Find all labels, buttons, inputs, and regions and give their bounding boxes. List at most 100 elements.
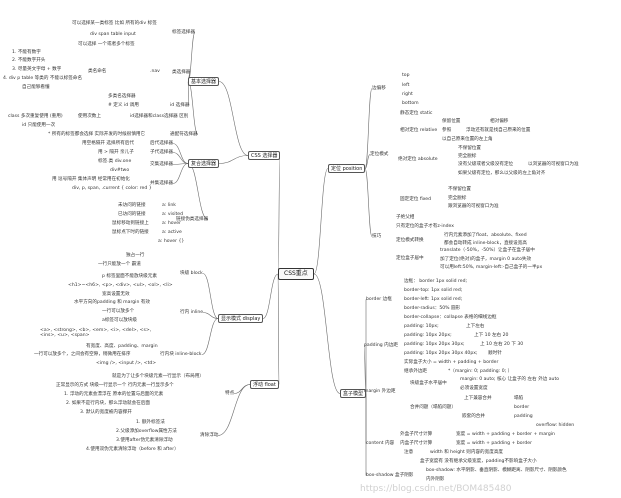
node-text: 只有定位的盒子才有z-index xyxy=(396,224,454,229)
node-tag-selector: 标签选择器 xyxy=(172,30,195,35)
node-text: padding: 10px; xyxy=(404,324,439,329)
connector-sub xyxy=(217,384,251,436)
node-text: 塌陷 xyxy=(514,396,524,401)
node-text: 宽度 = width + padding + border + margin xyxy=(456,432,555,437)
node-text: left xyxy=(402,83,410,88)
node-text: *（margin: 0; padding: 0; ） xyxy=(448,369,513,374)
node-text: padding: 10px 20px 30px 40px; xyxy=(404,351,478,356)
node-text: # 定义 id 调用 xyxy=(108,103,139,108)
node-text: id 只能使用一次 xyxy=(22,123,56,128)
node-text: 不保留位置 xyxy=(448,187,471,192)
node-content: content 内容 xyxy=(366,441,395,446)
node-text: 独占一行 xyxy=(126,253,145,258)
node-inline: 行内 inline xyxy=(180,310,204,315)
node-text: border-radius：50% 圆形 xyxy=(404,306,461,311)
node-descendant-selector: 后代选择器 xyxy=(150,141,173,146)
node-text: right xyxy=(402,92,413,97)
node-text: padding: 10px 20px; xyxy=(404,333,452,338)
node-text: a: hover {} xyxy=(158,239,185,244)
node-text: 自己能够看懂 xyxy=(22,85,50,90)
branch-position: 定位 position xyxy=(328,164,366,173)
connector-root xyxy=(262,273,279,319)
node-text: 静态定位 static xyxy=(400,111,433,116)
node-text: 完全脱标 xyxy=(448,196,467,201)
node-text: 正常显示的方式 块级一行显示一个 行内元素一行显示多个 xyxy=(56,383,174,388)
node-text: border-top: 1px solid red; xyxy=(404,288,463,293)
node-text: 2. 不能数字开头 xyxy=(12,58,46,63)
node-box-shadow: box-shadow 盒子阴影 xyxy=(366,473,414,478)
node-intersection-selector: 交集选择器 xyxy=(150,162,173,167)
node-class-naming: 类名命名 xyxy=(88,69,107,74)
node-text: 嵌套的合并 xyxy=(462,414,485,419)
node-text: 4. div p table 等类的 不能以标签命名 xyxy=(3,76,83,81)
node-text: 相对偏移 xyxy=(490,119,509,124)
node-text: <a>, <strong>, <b>, <em>, <i>, <del>, <s… xyxy=(40,328,152,338)
node-text: border xyxy=(514,405,530,410)
node-text: a: link xyxy=(162,203,176,208)
node-text: 没有父级或者父级没有定位 xyxy=(458,162,514,167)
node-text: 1. 不能有数字 xyxy=(12,50,41,55)
node-block: 块级 block xyxy=(180,271,203,276)
node-text: <img />, <input />, <td> xyxy=(96,361,157,366)
node-text: 必须设置宽度 xyxy=(460,386,488,391)
node-text: 加了定位(绝对)的盒子，margin 0 auto失效 xyxy=(440,257,532,262)
connector-sub xyxy=(364,154,371,169)
node-absolute: 绝对定位 absolute xyxy=(398,157,438,162)
node-text: 一行可以放多个 xyxy=(102,309,135,314)
node-text: 用空格隔开 选择所有后代 xyxy=(82,141,134,146)
node-text: 4.使用双伪元素清除浮动（before 和 after） xyxy=(86,447,179,452)
node-text: 上下 10 左右 20 xyxy=(474,333,509,338)
node-text: .nav xyxy=(150,69,160,74)
node-margin: margin 外边距 xyxy=(364,389,396,394)
node-text: padding xyxy=(514,414,533,419)
node-text: 子绝父相 xyxy=(396,215,415,220)
node-text: 水平方向的padding 和 margin 有效 xyxy=(74,300,150,305)
node-text: 使用次数上 xyxy=(78,114,101,119)
connector-sub xyxy=(187,163,209,220)
node-text: 上下左右 xyxy=(466,324,485,329)
node-text: 宽度 = width + padding + border xyxy=(456,441,532,446)
connector-root xyxy=(313,168,329,275)
connector-branch xyxy=(218,81,249,156)
node-text: * 所有的标签都会选择 实际开发的时候很慎用它 xyxy=(48,132,146,137)
node-text: 有宽度、高度、padding、margin xyxy=(86,344,158,349)
node-text: div span table input xyxy=(90,32,136,37)
branch-compound-selectors: 复合选择器 xyxy=(188,159,220,168)
node-fixed: 固定定位 fixed xyxy=(400,197,432,202)
node-text: 2.父级添加overflow属性方法 xyxy=(116,429,177,434)
node-text: a标签可以放块级 xyxy=(102,318,137,323)
watermark: https://blog.csdn.net/BOM485480 xyxy=(360,484,512,494)
node-text: 3.使用after伪元素清除浮动 xyxy=(116,438,173,443)
node-union-selector: 并集选择器 xyxy=(150,181,173,186)
node-collapse: 合并问题（塌陷问题） xyxy=(410,405,456,410)
node-text: margin: 0 auto; 核心 让盒子的 左右 外边 auto xyxy=(460,377,560,382)
node-text: 内外阴影 xyxy=(426,477,445,482)
node-text: bottom xyxy=(402,101,419,106)
connector-sub xyxy=(172,152,189,164)
connector-root xyxy=(313,273,341,394)
node-border: border 边框 xyxy=(366,297,392,302)
node-text: translate（-50%，-50%）让盒子在盒子居中 xyxy=(440,248,535,253)
node-text: 跟浏览器的可视窗口为准 xyxy=(448,204,499,209)
branch-css-selectors: CSS 选择器 xyxy=(248,151,281,160)
node-text: div, p, span, .current { color: red } xyxy=(72,186,152,191)
connector-sub xyxy=(172,163,189,165)
branch-basic-selectors: 基本选择器 xyxy=(188,77,220,86)
node-text: 完全脱标 xyxy=(458,154,477,159)
node-text: 盒子宽度有 没有继承父级宽度，padding不影响盒子大小 xyxy=(420,459,537,464)
node-mode-convert: 定位模式转换 xyxy=(396,238,424,243)
node-text: overflow: hidden xyxy=(536,423,575,428)
node-clear-float: 清除浮动 xyxy=(200,433,219,438)
node-text: width 和 height 则内容的宽度高度 xyxy=(430,450,504,455)
node-text: 块级盒子水平居中 xyxy=(410,381,447,386)
node-text: box-shadow: 水平阴影、垂直阴影、模糊距离、阴影尺寸、阴影颜色 xyxy=(426,468,567,473)
node-text: border-collapse：collapse 表格的细线边框 xyxy=(404,315,497,320)
node-text: 以浏览器的可视窗口为准 xyxy=(528,162,579,167)
node-text: 3. 默认的宽度被内容撑开 xyxy=(80,410,132,415)
node-text: 一行只能放一个 霸道 xyxy=(98,262,141,267)
node-padding: padding 内边距 xyxy=(364,343,398,348)
node-text: 1. 额外标签法 xyxy=(136,420,165,425)
node-text: 边框： border 1px solid red; xyxy=(404,279,468,284)
node-text: div#two xyxy=(110,168,130,173)
